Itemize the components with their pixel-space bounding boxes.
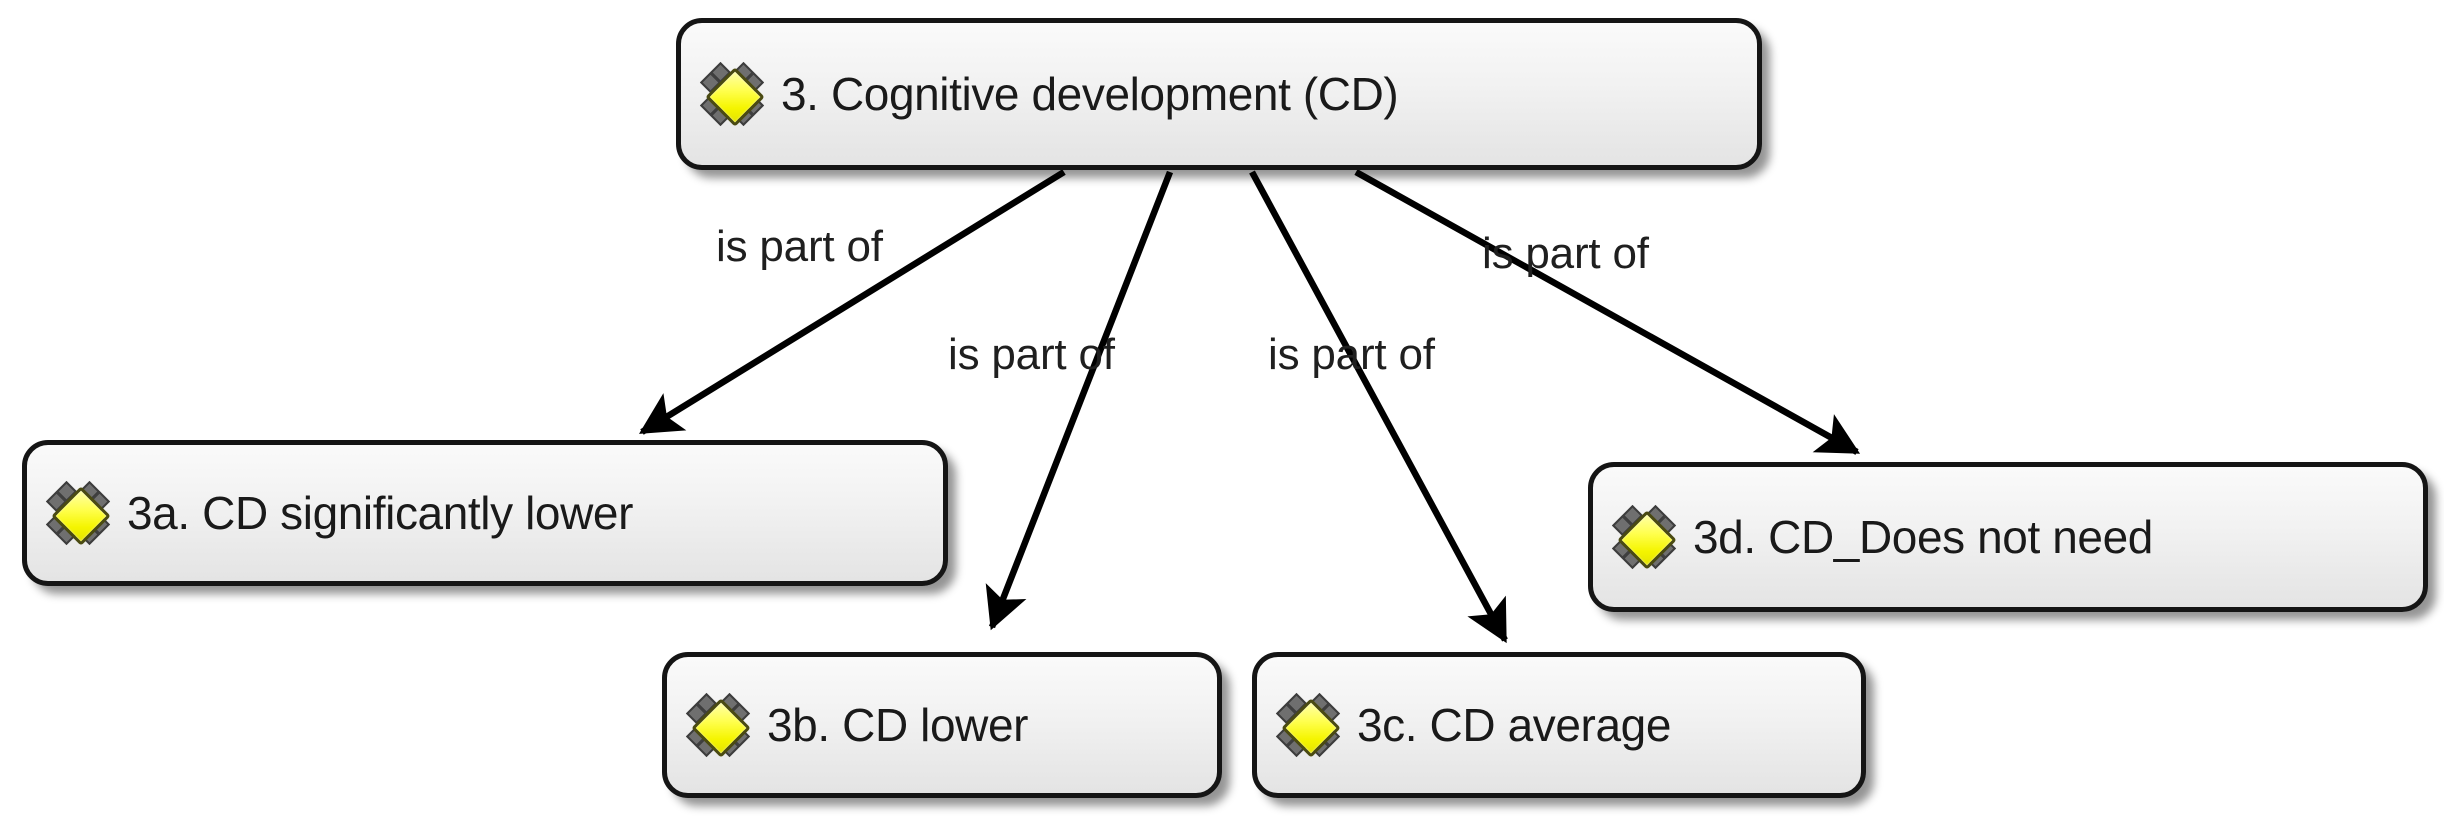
node-label-3a: 3a. CD significantly lower xyxy=(127,487,634,539)
edge-3-to-3b xyxy=(985,170,1174,631)
node-label-3d: 3d. CD_Does not need xyxy=(1693,511,2153,563)
yellow-diamond-node-icon xyxy=(1611,504,1677,570)
edge-label-3-to-3a: is part of xyxy=(716,222,883,271)
node-label-3c: 3c. CD average xyxy=(1357,699,1671,751)
edge-3-to-3a xyxy=(639,169,1066,435)
node-label-3: 3. Cognitive development (CD) xyxy=(781,68,1399,120)
yellow-diamond-node-icon xyxy=(685,692,751,758)
node-3b-cd-lower[interactable]: 3b. CD lower xyxy=(662,652,1222,798)
yellow-diamond-node-icon xyxy=(45,480,111,546)
yellow-diamond-node-icon xyxy=(1275,692,1341,758)
node-3d-cd-does-not-need[interactable]: 3d. CD_Does not need xyxy=(1588,462,2428,612)
edge-3-to-3c xyxy=(1249,170,1508,644)
edge-3-to-3d xyxy=(1354,169,1861,455)
yellow-diamond-node-icon xyxy=(699,61,765,127)
node-3a-cd-significantly-lower[interactable]: 3a. CD significantly lower xyxy=(22,440,948,586)
edge-label-3-to-3c: is part of xyxy=(1268,330,1435,379)
node-3-cognitive-development[interactable]: 3. Cognitive development (CD) xyxy=(676,18,1762,170)
edge-label-3-to-3b: is part of xyxy=(948,330,1115,379)
node-label-3b: 3b. CD lower xyxy=(767,699,1029,751)
node-3c-cd-average[interactable]: 3c. CD average xyxy=(1252,652,1866,798)
edge-label-3-to-3d: is part of xyxy=(1482,229,1649,278)
